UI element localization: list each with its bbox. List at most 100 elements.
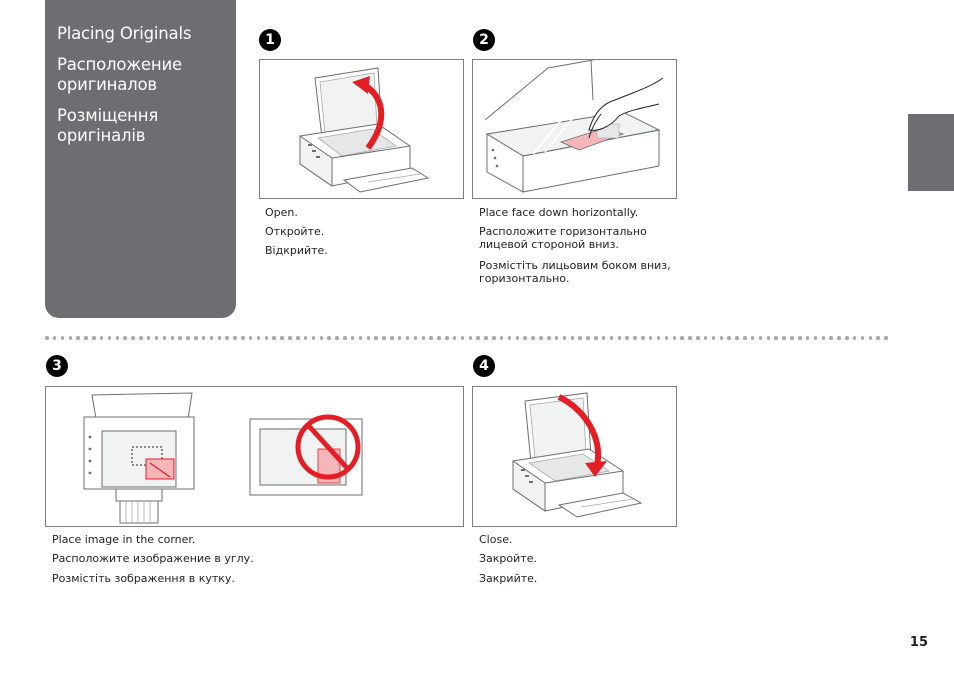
divider-dot xyxy=(413,336,418,340)
divider-dot xyxy=(609,336,614,340)
divider-dot xyxy=(429,336,433,340)
divider-dot xyxy=(641,336,645,340)
divider-dot xyxy=(382,336,386,340)
divider-dot xyxy=(766,336,771,340)
divider-dot xyxy=(421,336,425,340)
divider-dot xyxy=(845,336,849,340)
divider-dot xyxy=(68,336,73,340)
divider-dot xyxy=(562,336,567,340)
divider-dot xyxy=(484,336,488,340)
divider-dot xyxy=(45,336,49,340)
divider-dot xyxy=(233,336,237,340)
step-4-caption-ru: Закройте. xyxy=(479,552,537,565)
divider-dot xyxy=(343,336,347,340)
divider-dot xyxy=(868,336,873,340)
divider-dot xyxy=(468,336,473,340)
divider-dot xyxy=(625,336,629,340)
divider-dot xyxy=(515,336,520,340)
divider-dot xyxy=(774,336,778,340)
step-1-illustration xyxy=(259,59,464,199)
divider-dot xyxy=(92,336,96,340)
step-1-caption-en: Open. xyxy=(265,206,298,219)
step-1-caption-ru: Откройте. xyxy=(265,225,325,238)
divider-dot xyxy=(186,336,190,340)
divider-dot xyxy=(672,336,676,340)
divider-dot xyxy=(209,336,214,340)
divider-dot xyxy=(703,336,708,340)
divider-dot xyxy=(248,336,253,340)
divider-dot xyxy=(578,336,582,340)
divider-dot xyxy=(790,336,794,340)
divider-dot xyxy=(170,336,174,340)
divider-dot xyxy=(507,336,512,340)
divider-dot xyxy=(52,336,57,340)
scanner-closing-drawing xyxy=(512,392,643,518)
step-4-caption-en: Close. xyxy=(479,533,513,546)
divider-dot xyxy=(358,336,363,340)
place-face-down-drawing xyxy=(484,60,664,193)
divider-dot xyxy=(554,336,559,340)
divider-dot xyxy=(547,336,551,340)
divider-dot xyxy=(201,336,206,340)
divider-dot xyxy=(633,336,637,340)
divider-dot xyxy=(680,336,684,340)
divider-dot xyxy=(405,336,410,340)
section-heading-panel: Placing Originals Расположение оригинало… xyxy=(45,0,236,318)
divider-dot xyxy=(162,336,167,340)
divider-dot xyxy=(860,336,865,340)
divider-dot xyxy=(280,336,284,340)
divider-dot xyxy=(664,336,669,340)
step-2-number: 2 xyxy=(473,29,495,51)
step-3-caption-en: Place image in the corner. xyxy=(52,533,196,546)
divider-dot xyxy=(374,336,378,340)
divider-dot xyxy=(829,336,833,340)
divider-dot xyxy=(719,336,724,340)
divider-dot xyxy=(570,336,575,340)
divider-dot xyxy=(76,336,80,340)
step-2-caption-ru: Расположите горизонтально лицевой сторон… xyxy=(479,225,647,251)
divider-dot xyxy=(750,336,755,340)
divider-dot xyxy=(437,336,441,340)
step-1-number: 1 xyxy=(259,29,281,51)
heading-russian: Расположение оригиналов xyxy=(57,55,182,94)
divider-dot xyxy=(460,336,465,340)
divider-dot xyxy=(303,336,308,340)
divider-dot xyxy=(311,336,316,340)
divider-dot xyxy=(884,336,888,340)
step-4-caption-uk: Закрийте. xyxy=(479,572,538,585)
divider-dot xyxy=(335,336,339,340)
divider-dot xyxy=(107,336,112,340)
divider-dot xyxy=(852,336,857,340)
step-3-number: 3 xyxy=(46,355,68,377)
scanner-opening-drawing xyxy=(299,67,430,193)
divider-dot xyxy=(272,336,276,340)
place-in-corner-drawing xyxy=(83,392,363,524)
divider-dot xyxy=(390,336,394,340)
page-number: 15 xyxy=(909,635,928,650)
divider-dot xyxy=(617,336,622,340)
divider-dot xyxy=(813,336,818,340)
divider-dot xyxy=(217,336,222,340)
divider-dot xyxy=(758,336,763,340)
divider-dot xyxy=(264,336,269,340)
divider-dot xyxy=(84,336,88,340)
divider-dot xyxy=(350,336,355,340)
divider-dot xyxy=(805,336,810,340)
divider-dot xyxy=(131,336,135,340)
divider-dot xyxy=(319,336,324,340)
divider-dot xyxy=(60,336,65,340)
divider-dot xyxy=(452,336,457,340)
divider-dot xyxy=(798,336,802,340)
step-4-number: 4 xyxy=(473,355,495,377)
divider-dot xyxy=(821,336,826,340)
divider-dot xyxy=(115,336,120,340)
divider-dot xyxy=(876,336,880,340)
step-3-illustration xyxy=(45,386,464,527)
heading-ukrainian: Розміщення оригіналів xyxy=(57,106,159,145)
step-2-illustration xyxy=(472,59,677,199)
divider-dot xyxy=(648,336,653,340)
divider-dot xyxy=(476,336,480,340)
divider-dot xyxy=(688,336,692,340)
divider-dot xyxy=(727,336,731,340)
divider-dot xyxy=(194,336,198,340)
